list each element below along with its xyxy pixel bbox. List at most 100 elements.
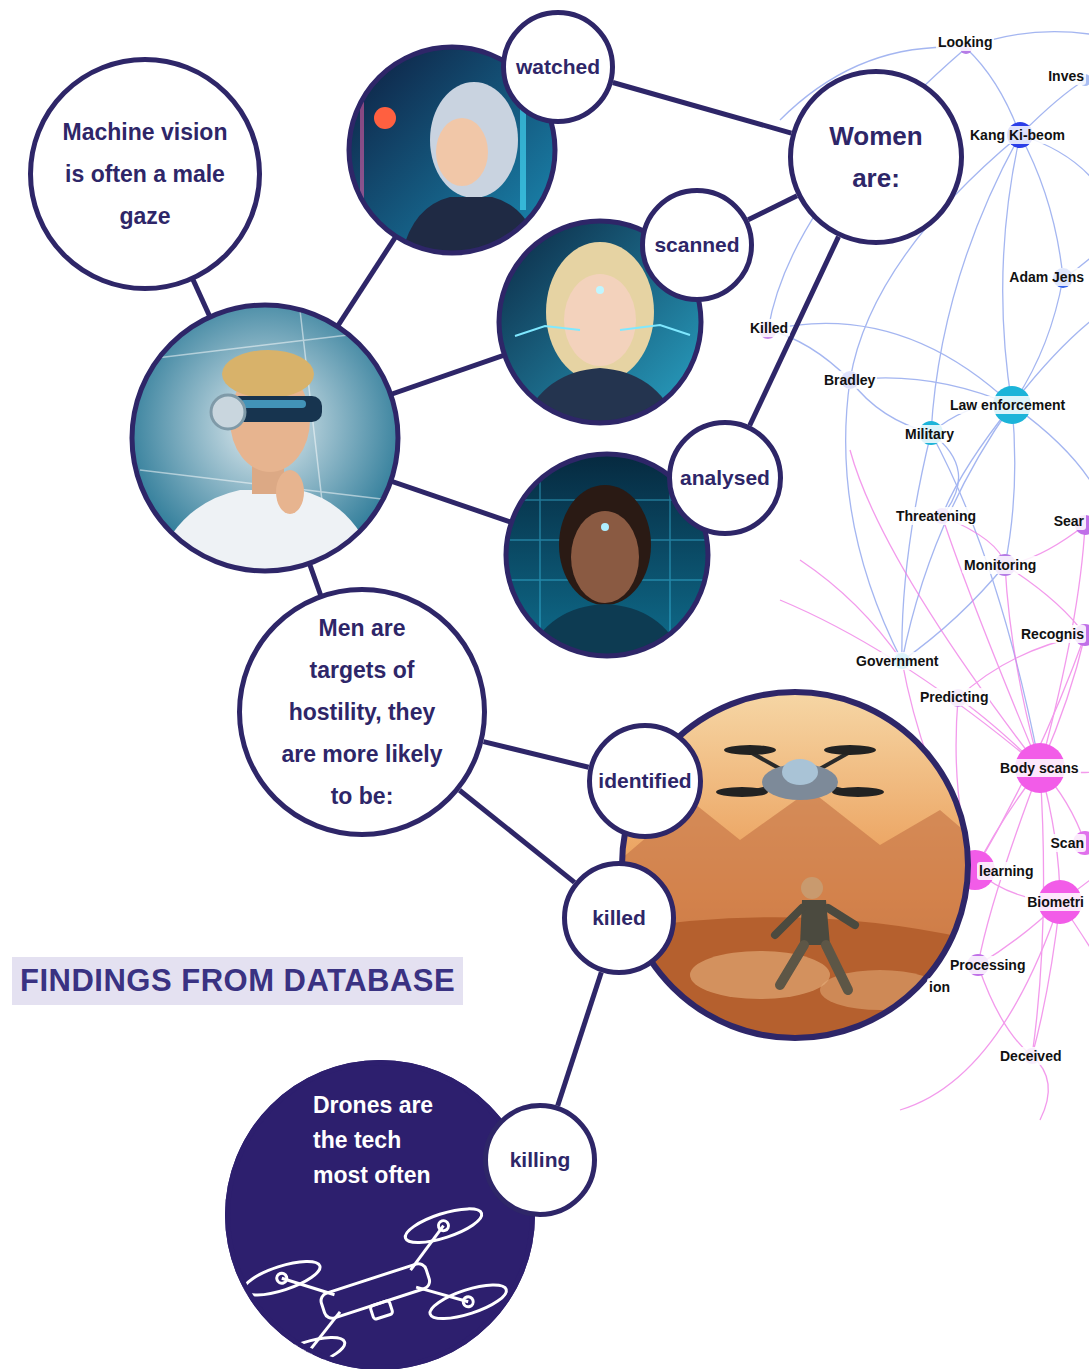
graph-label: Government xyxy=(854,652,940,670)
graph-link xyxy=(1005,405,1015,565)
verb-circle: identified xyxy=(587,723,703,839)
graph-label-holder: Deceived xyxy=(998,1047,1063,1065)
graph-link xyxy=(902,405,1012,661)
node-text: killed xyxy=(592,905,646,931)
graph-link xyxy=(1020,135,1063,278)
verb-circle: analysed xyxy=(667,420,783,536)
circle-shape xyxy=(240,590,485,835)
graph-label: Military xyxy=(903,425,956,443)
verb-circle: watched xyxy=(501,10,615,124)
graph-link xyxy=(942,405,1012,516)
graph-label-holder: Bradley xyxy=(822,371,877,389)
man-portrait xyxy=(130,303,400,585)
runner-legs xyxy=(780,945,848,990)
graph-label-holder: Monitoring xyxy=(962,556,1038,574)
hud-line xyxy=(620,325,690,335)
drone-icon-arm xyxy=(416,1273,468,1315)
graph-link xyxy=(931,433,959,516)
graph-label: Killed xyxy=(748,319,790,337)
title-band: FINDINGS FROM DATABASE xyxy=(12,957,463,1005)
graph-label-holder: Inves xyxy=(1046,67,1086,85)
dark-statement-circle: Drones are the tech most often xyxy=(225,1060,535,1369)
graph-label: Bradley xyxy=(822,371,877,389)
graph-label: Processing xyxy=(948,956,1027,974)
runner-head xyxy=(801,877,823,899)
verb-circle: killing xyxy=(483,1103,597,1217)
graph-label: Threatening xyxy=(894,507,978,525)
node-text: Men are targets of hostility, they are m… xyxy=(279,607,445,817)
graph-label-holder: Adam Jens xyxy=(1007,268,1086,286)
verb-circle: killed xyxy=(562,861,676,975)
drone-icon-arm xyxy=(282,1264,335,1308)
rotor xyxy=(716,787,768,797)
graph-label-holder: Predicting xyxy=(918,688,990,706)
graph-link xyxy=(1063,200,1089,278)
drone-icon-hub xyxy=(437,1219,450,1232)
drone-icon-hub xyxy=(275,1272,288,1285)
rotor xyxy=(724,745,776,755)
node-text: identified xyxy=(598,768,691,794)
graph-link xyxy=(1032,902,1060,1056)
node-text: analysed xyxy=(680,465,770,491)
graph-label-holder: Military xyxy=(903,425,956,443)
drone-icon-rotor xyxy=(426,1278,510,1326)
node-text: Drones are the tech most often xyxy=(313,1088,453,1193)
runner-arms xyxy=(775,908,855,935)
rotor xyxy=(824,745,876,755)
graph-label-holder: ion xyxy=(927,978,952,996)
connector-line xyxy=(558,972,602,1106)
drone-dome xyxy=(782,759,818,785)
hair xyxy=(559,485,651,605)
graph-link xyxy=(975,635,1085,870)
dark-circle-fill xyxy=(225,1060,535,1369)
graph-label: Body scans xyxy=(998,759,1081,777)
body xyxy=(525,604,685,662)
hair xyxy=(430,82,518,198)
circle-shape xyxy=(486,1106,595,1215)
face xyxy=(564,274,636,366)
graph-link xyxy=(768,48,966,330)
graph-label: Biometri xyxy=(1025,893,1086,911)
statement-circle: Men are targets of hostility, they are m… xyxy=(237,587,487,837)
graph-link xyxy=(1005,565,1040,768)
graph-label: Scan xyxy=(1049,834,1086,852)
node-text: Women are: xyxy=(806,115,946,199)
graph-label-holder: Body scans xyxy=(998,759,1081,777)
hand xyxy=(276,470,304,514)
title-text: FINDINGS FROM DATABASE xyxy=(20,961,455,1001)
graph-label-holder: Threatening xyxy=(894,507,978,525)
camera-light xyxy=(374,107,396,129)
graph-label: Deceived xyxy=(998,1047,1063,1065)
graph-label-holder: Killed xyxy=(748,319,790,337)
graph-link xyxy=(1012,278,1063,405)
graph-links-blue xyxy=(768,32,1089,768)
graph-link xyxy=(902,565,1005,661)
node-text: Machine vision is often a male gaze xyxy=(56,111,234,237)
drone-icon xyxy=(240,1202,510,1369)
forehead-light xyxy=(596,286,604,294)
connector-line xyxy=(613,83,791,134)
circle-shape xyxy=(590,726,701,837)
graph-label: learning xyxy=(977,862,1035,880)
drone-icon-clip xyxy=(240,1202,510,1369)
graph-link xyxy=(800,560,902,661)
node-text: watched xyxy=(516,54,600,80)
statement-circle: Machine vision is often a male gaze xyxy=(28,57,262,291)
graph-link xyxy=(768,323,1012,405)
graph-link xyxy=(1032,1056,1048,1120)
graph-link xyxy=(931,433,1040,768)
graph-label-holder: Recognis xyxy=(1019,625,1086,643)
graph-link xyxy=(902,433,931,661)
graph-label: ion xyxy=(927,978,952,996)
circle-shape xyxy=(504,13,613,122)
connector-line xyxy=(483,742,588,768)
graph-label-holder: Kang Ki-beom xyxy=(968,126,1067,144)
graph-label-holder: Sear xyxy=(1052,512,1086,530)
drone-icon-body xyxy=(319,1262,432,1321)
circle-shape xyxy=(791,72,962,243)
node-text: scanned xyxy=(654,232,739,258)
graph-link xyxy=(978,965,1032,1056)
hair xyxy=(546,242,654,382)
